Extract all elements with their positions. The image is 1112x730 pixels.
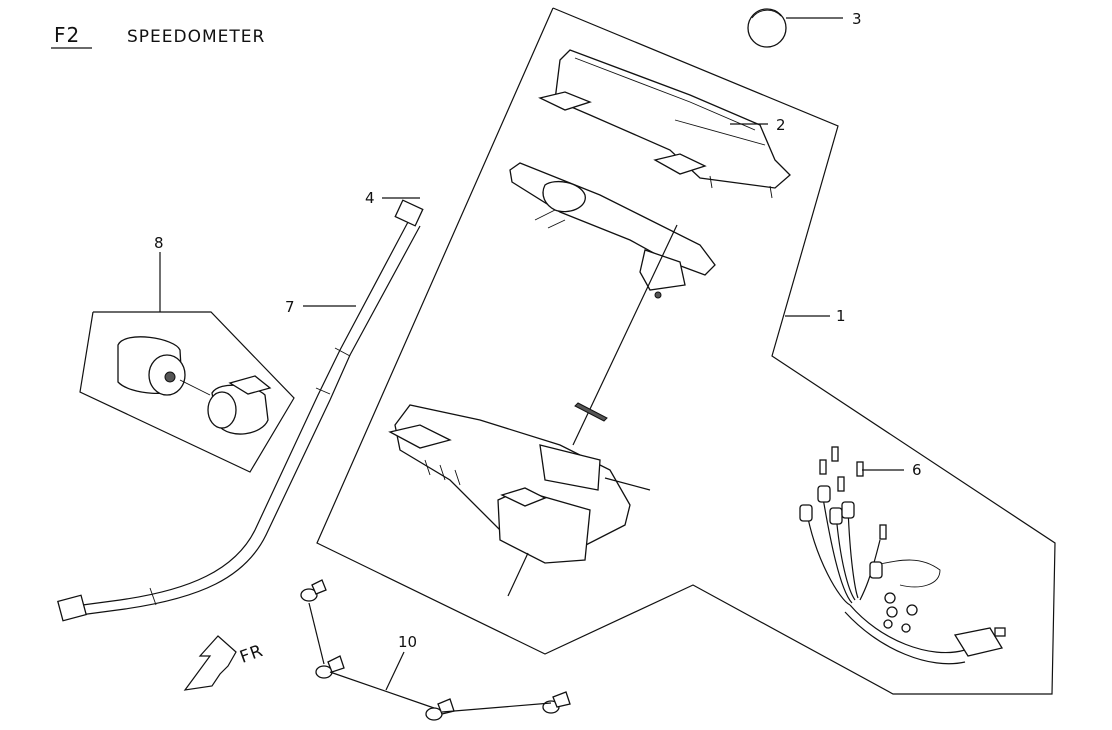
callout-label-7: 7 <box>285 298 295 316</box>
part-6-wiring-harness <box>799 446 1006 665</box>
assembly-1-outline <box>316 7 1056 695</box>
screw-3 <box>425 698 455 721</box>
callout-3: 3 <box>786 10 862 28</box>
front-direction-arrow: FR <box>183 635 266 691</box>
screw-2 <box>315 655 345 679</box>
spring-clip <box>574 402 608 422</box>
callout-4: 4 <box>365 189 420 207</box>
part-2-upper-housing <box>538 49 791 199</box>
callout-label-4: 4 <box>365 189 375 207</box>
diagram-header: F2 SPEEDOMETER <box>51 23 265 49</box>
part-8-sensor <box>117 336 272 435</box>
screw-1 <box>300 579 327 602</box>
assembly-axis-line <box>572 224 678 446</box>
callout-6: 6 <box>862 461 922 479</box>
callout-label-3: 3 <box>852 10 862 28</box>
direction-label: FR <box>237 641 266 668</box>
callout-8: 8 <box>154 234 164 312</box>
callout-label-8: 8 <box>154 234 164 252</box>
part-8-outline <box>79 311 295 473</box>
lower-housing <box>388 404 651 597</box>
gauge-plate <box>509 162 716 299</box>
screw-4 <box>542 691 571 714</box>
callout-label-6: 6 <box>912 461 922 479</box>
part-7-cable <box>57 199 424 622</box>
callout-label-10: 10 <box>398 633 417 651</box>
callout-2: 2 <box>730 116 786 134</box>
callout-label-2: 2 <box>776 116 786 134</box>
callout-1: 1 <box>785 307 846 325</box>
section-title: SPEEDOMETER <box>127 27 265 47</box>
section-code: F2 <box>54 23 80 47</box>
callout-10: 10 <box>385 633 417 691</box>
part-10-screws <box>300 579 571 721</box>
callout-label-1: 1 <box>836 307 846 325</box>
callout-7: 7 <box>285 298 356 316</box>
terminal-set <box>799 446 918 633</box>
part-3-cap <box>747 8 787 48</box>
